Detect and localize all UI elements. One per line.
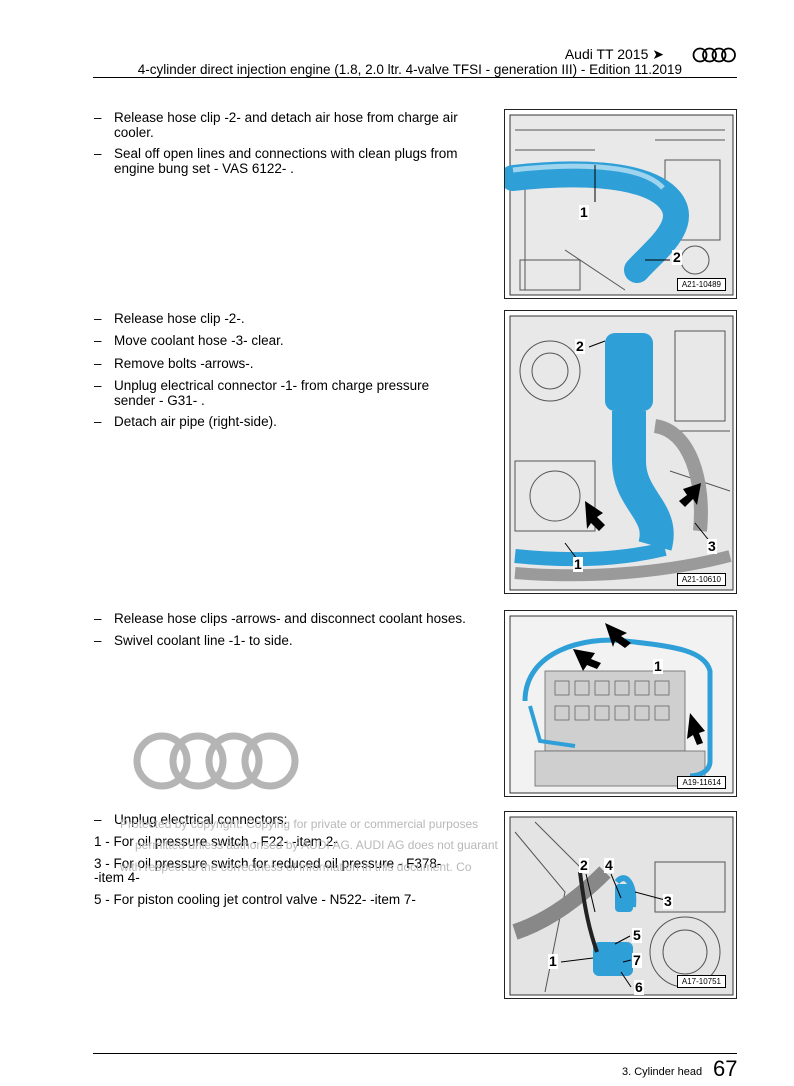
audi-rings-watermark [133,732,299,790]
callout-6: 6 [634,979,644,995]
callout-4: 4 [604,857,614,873]
arrow-pointer-icon [679,483,701,507]
connector-item-3-cont: -item 4- [94,870,140,885]
callout-1: 1 [573,556,583,572]
callout-2: 2 [579,857,589,873]
callout-2: 2 [672,249,682,265]
figure-reference: A21-10489 [676,278,726,291]
figure-reference: A17-10751 [676,975,726,988]
copyright-watermark-line: Protected by copyright. Copying for priv… [120,817,479,831]
connector-item-1: 1 - For oil pressure switch - F22- -item… [94,834,338,849]
callout-3: 3 [663,893,673,909]
callout-1: 1 [548,953,558,969]
connector-item-3: 3 - For oil pressure switch for reduced … [94,856,442,871]
audi-rings-logo [692,47,736,63]
figure-oil-pressure-connectors: 2 4 3 5 1 7 6 A17-10751 [504,811,737,999]
header-title: Audi TT 2015 ➤ [564,46,664,62]
connector-item-5: 5 - For piston cooling jet control valve… [94,892,416,907]
callout-1: 1 [579,204,589,220]
callout-7: 7 [632,952,642,968]
copyright-watermark-line: with respect to the correctness of infor… [120,860,472,874]
page-number: 67 [713,1056,738,1081]
arrow-pointer-icon [573,649,601,671]
footer-section-label: 3. Cylinder head [622,1066,703,1078]
arrow-pointer-icon [605,623,631,648]
footer-rule [93,1053,737,1054]
figure-air-hose: 1 2 A21-10489 [504,109,737,299]
callout-3: 3 [707,538,717,554]
copyright-watermark-line: permitted unless authorised by AUDI AG. … [135,838,498,852]
figure-reference: A21-10610 [676,573,726,586]
callout-5: 5 [632,927,642,943]
callout-2: 2 [575,338,585,354]
figure-air-pipe: 2 1 3 A21-10610 [504,310,737,594]
figure-coolant-line: 1 A19-11614 [504,610,737,797]
figure-reference: A19-11614 [677,776,726,789]
header-rule [93,77,737,78]
arrow-pointer-icon [687,713,705,745]
callout-1: 1 [653,658,663,674]
arrow-pointer-icon [585,501,605,531]
header-subtitle: 4-cylinder direct injection engine (1.8,… [137,62,682,77]
